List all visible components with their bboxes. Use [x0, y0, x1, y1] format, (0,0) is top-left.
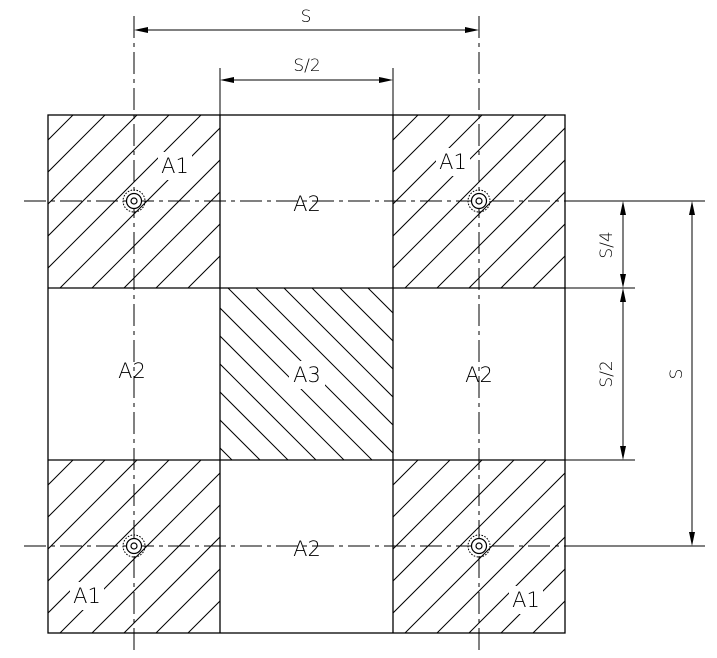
hatch-a1-top-right: [393, 115, 565, 288]
bolt-top-right-icon: [467, 189, 491, 213]
dimension-center-horizontal: S/2: [220, 56, 393, 83]
label-a2-right: A2: [465, 363, 493, 387]
hatch-a1-bottom-left: [48, 460, 220, 633]
bolt-top-left-icon: [122, 189, 146, 213]
label-a1-top-right: A1: [439, 150, 467, 174]
label-a1-bottom-left: A1: [73, 584, 101, 608]
dimension-overall-vertical: S: [667, 201, 695, 546]
label-a3-center: A3: [293, 363, 321, 387]
extension-lines-top: [219, 68, 394, 115]
label-a2-top: A2: [293, 192, 321, 216]
bolt-bottom-right-icon: [467, 534, 491, 558]
label-a2-left: A2: [118, 359, 146, 383]
dim-label-center-horizontal: S/2: [293, 56, 320, 76]
dim-label-top-vertical: S/4: [597, 231, 617, 258]
dim-label-middle-vertical: S/2: [597, 360, 617, 387]
label-backgrounds: [70, 148, 543, 614]
dimension-middle-vertical: S/2: [597, 288, 626, 460]
extension-lines-right: [393, 200, 705, 547]
label-a1-bottom-right: A1: [512, 588, 540, 612]
hatch-a1-bottom-right: [393, 460, 565, 633]
dim-label-overall-horizontal: S: [301, 7, 312, 27]
outer-boundary: [47, 114, 566, 634]
label-a2-bottom: A2: [293, 537, 321, 561]
bolt-bottom-left-icon: [122, 534, 146, 558]
dimension-top-vertical: S/4: [597, 201, 626, 288]
dimension-overall-horizontal: S: [134, 7, 479, 33]
hatch-a3-center: [220, 288, 393, 460]
zone-labels: A1 A1 A1 A1 A2 A2 A2 A2 A3: [73, 150, 540, 612]
label-a1-top-left: A1: [161, 154, 189, 178]
bolt-symbols: [122, 189, 491, 558]
hatch-a1-top-left: [48, 115, 220, 288]
dim-label-overall-vertical: S: [667, 369, 687, 380]
